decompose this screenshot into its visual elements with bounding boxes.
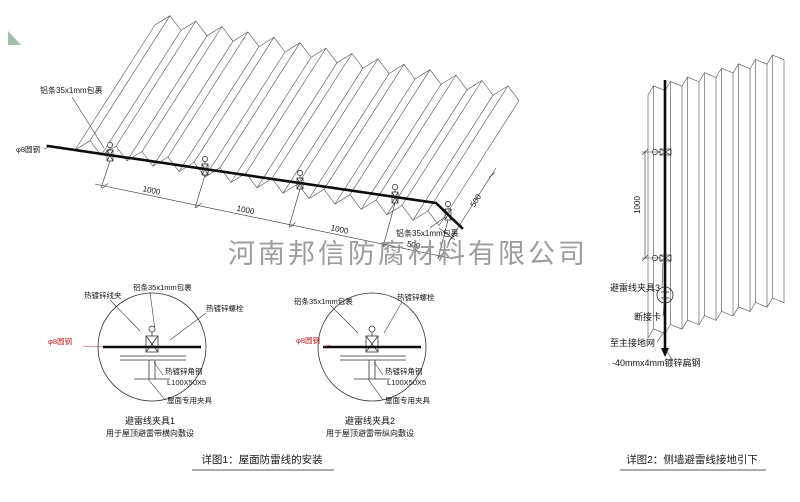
wall-leader-lines [656, 262, 673, 360]
corner-mark [8, 31, 21, 45]
caption-detail-2: 详图2：侧墙避雷线接地引下 [626, 453, 758, 466]
roof-clamp-label: 屋面专用夹具 [385, 395, 430, 405]
wall-dim-1000: 1000 [633, 196, 642, 214]
lightning-wire [46, 144, 464, 230]
rod-label: φ8圆钢 [296, 335, 320, 345]
detail-2-geometry [317, 292, 427, 402]
detail-1-labels: 热镀锌线夹 铝条35x1mm包裹 热镀锌螺栓 φ8圆钢 热镀锌角钢 L100X5… [48, 282, 244, 438]
wall-dimension-lines [641, 148, 659, 262]
caption-detail-1: 详图1：屋面防雷线的安装 [201, 453, 323, 466]
angle-steel-label: 热镀锌角钢 [385, 366, 423, 376]
roof-clamp-label: 屋面专用夹具 [167, 395, 212, 405]
detail-2: 铝条35x1mm包裹 热镀锌螺栓 φ8圆钢 热镀锌角钢 L100X50X5 屋面… [294, 292, 435, 438]
detail-2-labels: 铝条35x1mm包裹 热镀锌螺栓 φ8圆钢 热镀锌角钢 L100X50X5 屋面… [294, 292, 435, 438]
detail-1: 热镀锌线夹 铝条35x1mm包裹 热镀锌螺栓 φ8圆钢 热镀锌角钢 L100X5… [48, 282, 244, 438]
breaker-card [656, 286, 674, 304]
roof-labels: 铝条35x1mm包裹 φ8圆钢 铝条35x1mm包裹 [16, 85, 459, 238]
alu-strip-label: 铝条35x1mm包裹 [133, 282, 192, 292]
rod-label: φ8圆钢 [48, 336, 72, 346]
bolt-label: 热镀锌螺栓 [206, 303, 244, 313]
company-watermark: 河南邦信防腐材料有限公司 [228, 239, 588, 269]
roof-lightning-wire [46, 142, 464, 230]
roof-leader-lines [43, 96, 446, 229]
detail-2-title: 避雷线夹具2 [345, 415, 395, 426]
arrow-down-icon [661, 348, 669, 357]
breaker-label: 断接卡 [634, 311, 661, 322]
flat-steel-label: -40mmx4mm镀锌扁钢 [612, 357, 701, 368]
angle-spec-label: L100X50X5 [387, 378, 426, 387]
detail-2-leaders [322, 301, 403, 401]
alu-strip-label: 铝条35x1mm包裹 [294, 296, 353, 306]
dim-1000-b: 1000 [236, 204, 256, 217]
roof-alu-strip-label: 铝条35x1mm包裹 [40, 85, 103, 95]
wire-clip-label: 热镀锌线夹 [84, 290, 122, 300]
wall-labels: 避雷线夹具3 断接卡 至主接地网 -40mmx4mm镀锌扁钢 [610, 282, 701, 368]
roof-dimension-lines [94, 160, 497, 260]
detail-1-title: 避雷线夹具1 [125, 415, 175, 426]
roof-corrugated-sheet [74, 15, 520, 226]
angle-steel-label: 热镀锌角钢 [165, 366, 203, 376]
clamp3-label: 避雷线夹具3 [610, 282, 660, 293]
angle-spec-label: L100X50X5 [167, 378, 206, 387]
detail-1-leaders [82, 291, 207, 401]
captions: 详图1：屋面防雷线的安装 详图2：侧墙避雷线接地引下 [192, 453, 766, 471]
detail-2-subtitle: 用于屋顶避雷带纵向敷设 [326, 428, 414, 438]
roof-rod-label: φ8圆钢 [16, 144, 40, 154]
dim-1000-c: 1000 [330, 223, 350, 236]
detail-circle [317, 292, 427, 402]
to-ground-label: 至主接地网 [610, 337, 655, 348]
dim-500: 500 [406, 239, 421, 251]
wall-down-lead [652, 80, 674, 357]
roof-alu-strip-label-right: 铝条35x1mm包裹 [396, 228, 459, 238]
dim-1000-a: 1000 [142, 184, 162, 197]
bolt-label: 热镀锌螺栓 [397, 292, 435, 302]
detail-1-subtitle: 用于屋顶避雷带横向敷设 [106, 428, 194, 438]
